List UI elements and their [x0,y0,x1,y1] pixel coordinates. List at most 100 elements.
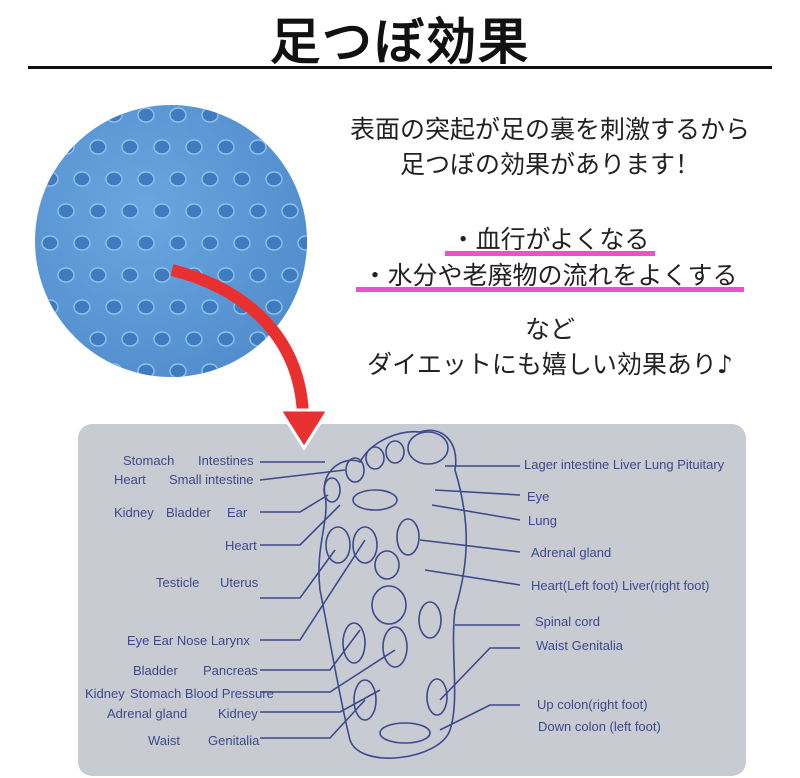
mat-bump [137,299,155,315]
mat-bump [265,363,283,377]
mat-bump [105,171,123,187]
label-heart-2: Heart [225,538,257,553]
mat-bump [73,235,91,251]
label-eye: Eye [527,489,550,504]
mat-bump [169,107,187,123]
mat-bump [233,171,251,187]
label-small-intestine: Small intestine [169,472,254,487]
mat-bump [73,107,91,123]
mat-bump [105,363,123,377]
mat-bump [57,203,75,219]
label-kidney-3: Kidney [218,706,258,721]
intro-line-1: 表面の突起が足の裏を刺激するから [349,115,750,144]
mat-bump [73,363,91,377]
mat-bump [121,139,139,155]
mat-bump [233,235,251,251]
page-title: 足つぼ効果 [270,13,530,71]
mat-bump [89,203,107,219]
red-arrow [170,264,309,416]
label-kidney: Kidney [114,505,154,520]
mat-bump [89,139,107,155]
mat-bump [217,203,235,219]
mat-bump [281,203,299,219]
mat-bump [137,235,155,251]
label-lung: Lung [528,513,557,528]
mat-bump [121,331,139,347]
mat-bump [57,267,75,283]
mat-bump [233,363,251,377]
mat-bump [297,171,307,187]
label-up-colon: Up colon(right foot) [537,697,648,712]
mat-bump [153,267,171,283]
label-heart: Heart [114,472,146,487]
mat-bump [265,299,283,315]
label-large-intestine: Lager intestine Liver Lung Pituitary [524,457,725,472]
mat-bump [249,267,267,283]
mat-bump [153,139,171,155]
mat-bump [57,139,75,155]
label-waist-genitalia: Waist Genitalia [536,638,623,653]
mat-bump [265,107,283,123]
label-ear: Ear [227,505,248,520]
foot-outline [259,429,521,759]
mat-bump [281,267,299,283]
mat-bump [153,203,171,219]
mat-bump [73,171,91,187]
mat-bump [201,235,219,251]
outro-line-1: など [524,315,575,344]
mat-bump [201,171,219,187]
label-kidney-2: Kidney [85,686,125,701]
mat-bump [169,235,187,251]
mat-bump [169,363,187,377]
label-uterus: Uterus [220,575,259,590]
mat-bump [41,107,59,123]
mat-bump [153,331,171,347]
mat-bump [249,331,267,347]
mat-bump [249,139,267,155]
outro-line-2: ダイエットにも嬉しい効果あり♪ [367,350,733,379]
mat-bump [185,331,203,347]
label-adrenal-gland-right: Adrenal gland [531,545,612,560]
mat-bump [41,235,59,251]
mat-bump [201,299,219,315]
mat-bump [297,107,307,123]
mat-bump [41,363,59,377]
label-down-colon: Down colon (left foot) [538,719,661,734]
label-genitalia: Genitalia [208,733,260,748]
label-stomach-blood-pressure: Stomach Blood Pressure [130,686,274,701]
red-arrow-head [277,408,331,451]
title-divider [28,66,772,69]
mat-bump [297,299,307,315]
mat-bump [41,299,59,315]
mat-bump [217,139,235,155]
mat-bump [249,203,267,219]
mat-bump [281,139,299,155]
foot-reflexology-chart [78,424,746,776]
mat-bump [89,331,107,347]
mat-bump [185,139,203,155]
mat-bump [137,107,155,123]
mat-bump [73,299,91,315]
label-waist: Waist [148,733,181,748]
label-intestines: Intestines [198,453,254,468]
mat-bump [297,235,307,251]
mat-bump [265,235,283,251]
benefit-2: ・水分や老廃物の流れをよくする [356,256,744,292]
mat-bump [105,235,123,251]
mat-bump [233,107,251,123]
mat-bump [201,107,219,123]
reflex-zones [323,431,449,744]
mat-bump [121,267,139,283]
mat-bump [137,171,155,187]
mat-bump [185,203,203,219]
label-testicle: Testicle [156,575,200,590]
mat-bump [105,107,123,123]
mat-bump [121,203,139,219]
label-adrenal-gland: Adrenal gland [107,706,188,721]
benefit-1: ・血行がよくなる [444,220,656,256]
label-eye-ear-nose-larynx: Eye Ear Nose Larynx [127,633,250,648]
label-spinal-cord: Spinal cord [535,614,601,629]
label-stomach: Stomach [123,453,175,468]
label-heart-liver: Heart(Left foot) Liver(right foot) [531,578,710,593]
